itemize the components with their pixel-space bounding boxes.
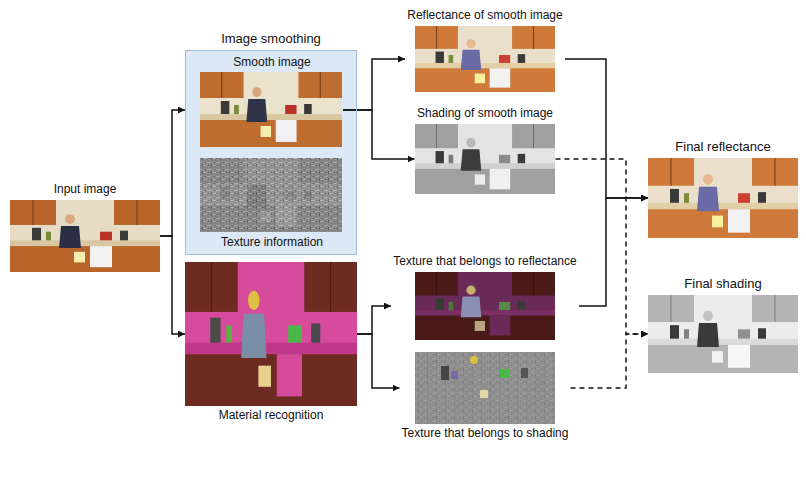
image-caption: Material recognition [219, 409, 324, 423]
reflectance-photo [415, 26, 555, 92]
group-box: Image smoothingSmooth imageTexture infor… [185, 50, 357, 255]
image-panel: Texture information [201, 159, 343, 250]
flow-arrow [343, 110, 415, 159]
final-shading-photo [648, 295, 798, 373]
flow-arrow [160, 110, 185, 236]
flow-arrow [160, 236, 185, 334]
image-caption: Input image [54, 183, 117, 197]
group-fill [185, 50, 357, 255]
image-caption: Reflectance of smooth image [407, 9, 562, 23]
image-panel: Input image [10, 183, 160, 272]
image-panel: Smooth image [201, 56, 343, 148]
reflectance-texture [415, 272, 555, 340]
texture-blob [441, 366, 449, 380]
image-panel: Material recognition [185, 262, 357, 423]
dashed-arrow [571, 334, 649, 388]
image-caption: Final reflectance [675, 140, 770, 155]
image-panel: Shading of smooth image [415, 107, 556, 194]
image-caption: Texture that belongs to shading [402, 427, 569, 441]
flow-arrow [357, 306, 391, 334]
image-caption: Smooth image [233, 56, 310, 70]
image-panel: Reflectance of smooth image [405, 9, 565, 92]
texture-blob [480, 390, 488, 398]
flow-arrow [343, 59, 405, 110]
image-panel: Texture that belongs to reflectance [391, 255, 579, 340]
shading-texture [415, 352, 555, 424]
image-caption: Final shading [684, 277, 761, 292]
flow-arrow [565, 59, 648, 198]
texture-blob [470, 356, 478, 364]
image-caption: Shading of smooth image [417, 107, 553, 121]
image-panel: Texture that belongs to shading [400, 352, 571, 441]
flow-arrow [357, 334, 400, 388]
dashed-arrow [556, 159, 649, 334]
image-panel: Final shading [648, 277, 798, 373]
group-heading: Image smoothing [186, 32, 356, 47]
shading-texture-grain [415, 352, 555, 424]
image-caption: Texture information [221, 236, 323, 250]
smooth-photo [200, 72, 342, 147]
texture-blob [451, 371, 458, 379]
image-panel: Final reflectance [648, 140, 798, 238]
final-reflectance-photo [648, 158, 798, 238]
image-caption: Texture that belongs to reflectance [393, 255, 576, 269]
texture-blob [500, 369, 509, 378]
material-map [185, 262, 357, 406]
input-photo [10, 200, 160, 272]
flow-arrow [579, 198, 648, 306]
shading-photo [415, 124, 555, 194]
texture-shapes [200, 158, 342, 232]
texture-map [200, 158, 342, 232]
texture-blob [521, 368, 528, 378]
